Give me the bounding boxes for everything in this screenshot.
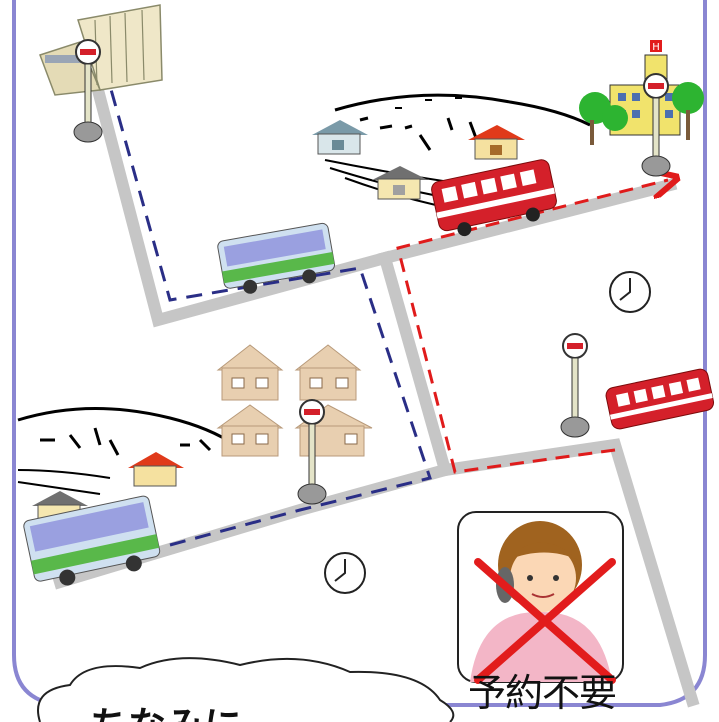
- station-building-icon: [39, 4, 163, 96]
- bus-stop-icon: [560, 333, 590, 438]
- bus-stop-icon: [73, 39, 103, 143]
- cross-mark: [474, 558, 616, 684]
- hills-left: [17, 406, 236, 495]
- clock-icon: [609, 271, 651, 313]
- bus-green-mid: [217, 222, 336, 294]
- house-icon: [468, 125, 525, 160]
- house-icon: [128, 452, 184, 487]
- bus-red-right: [605, 368, 715, 430]
- house-icon: [312, 120, 368, 155]
- blue-route-line: [105, 68, 432, 547]
- bus-stop-icon: [641, 73, 671, 177]
- clock-icon: [324, 552, 366, 594]
- no-reservation-label: 予約不要: [468, 671, 617, 715]
- svg-text:H: H: [652, 42, 660, 53]
- bus-green-bottom: [23, 495, 161, 586]
- bus-red-top: [431, 159, 557, 237]
- cloud-caption: ちなみに: [90, 695, 242, 722]
- bus-stop-icon: [297, 399, 327, 505]
- hospital-icon: H: [579, 40, 704, 145]
- woman-on-phone-icon: [457, 511, 624, 683]
- thought-cloud: [37, 657, 455, 722]
- house-icon: [372, 166, 428, 200]
- house-cluster: [216, 344, 373, 457]
